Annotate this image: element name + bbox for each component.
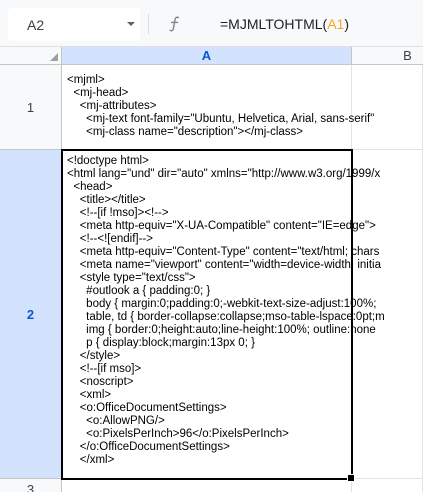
formula-bar-divider xyxy=(148,14,149,34)
formula-bar: A2 =MJMLTOHTML(A1) xyxy=(0,0,423,47)
formula-text-suffix: ) xyxy=(344,16,350,32)
chevron-down-icon[interactable] xyxy=(127,20,135,28)
cell-a3[interactable] xyxy=(62,479,352,492)
function-icon xyxy=(168,14,182,34)
formula-text-prefix: =MJMLTOHTML( xyxy=(220,16,328,32)
cell-a2[interactable]: <!doctype html> <html lang="und" dir="au… xyxy=(62,150,385,479)
column-header-b[interactable]: B xyxy=(352,47,423,64)
row-header-1[interactable]: 1 xyxy=(0,65,62,150)
row-header-2[interactable]: 2 xyxy=(0,150,62,479)
column-header-a[interactable]: A xyxy=(62,47,352,64)
select-all-button[interactable] xyxy=(0,47,62,64)
name-box-value: A2 xyxy=(27,16,45,33)
cell-a1-text: <mjml> <mj-head> <mj-attributes> <mj-tex… xyxy=(67,74,375,138)
cell-b3[interactable] xyxy=(352,479,423,492)
cell-a1[interactable]: <mjml> <mj-head> <mj-attributes> <mj-tex… xyxy=(62,65,374,150)
name-box[interactable]: A2 xyxy=(8,8,140,41)
select-all-corner-icon xyxy=(50,53,58,61)
cell-a2-text: <!doctype html> <html lang="und" dir="au… xyxy=(67,155,385,466)
formula-cell-reference: A1 xyxy=(327,16,345,32)
column-header-row: A B xyxy=(0,47,423,65)
fill-handle[interactable] xyxy=(347,474,355,482)
formula-input[interactable]: =MJMLTOHTML(A1) xyxy=(220,14,349,34)
row-header-3[interactable]: 3 xyxy=(0,479,62,492)
